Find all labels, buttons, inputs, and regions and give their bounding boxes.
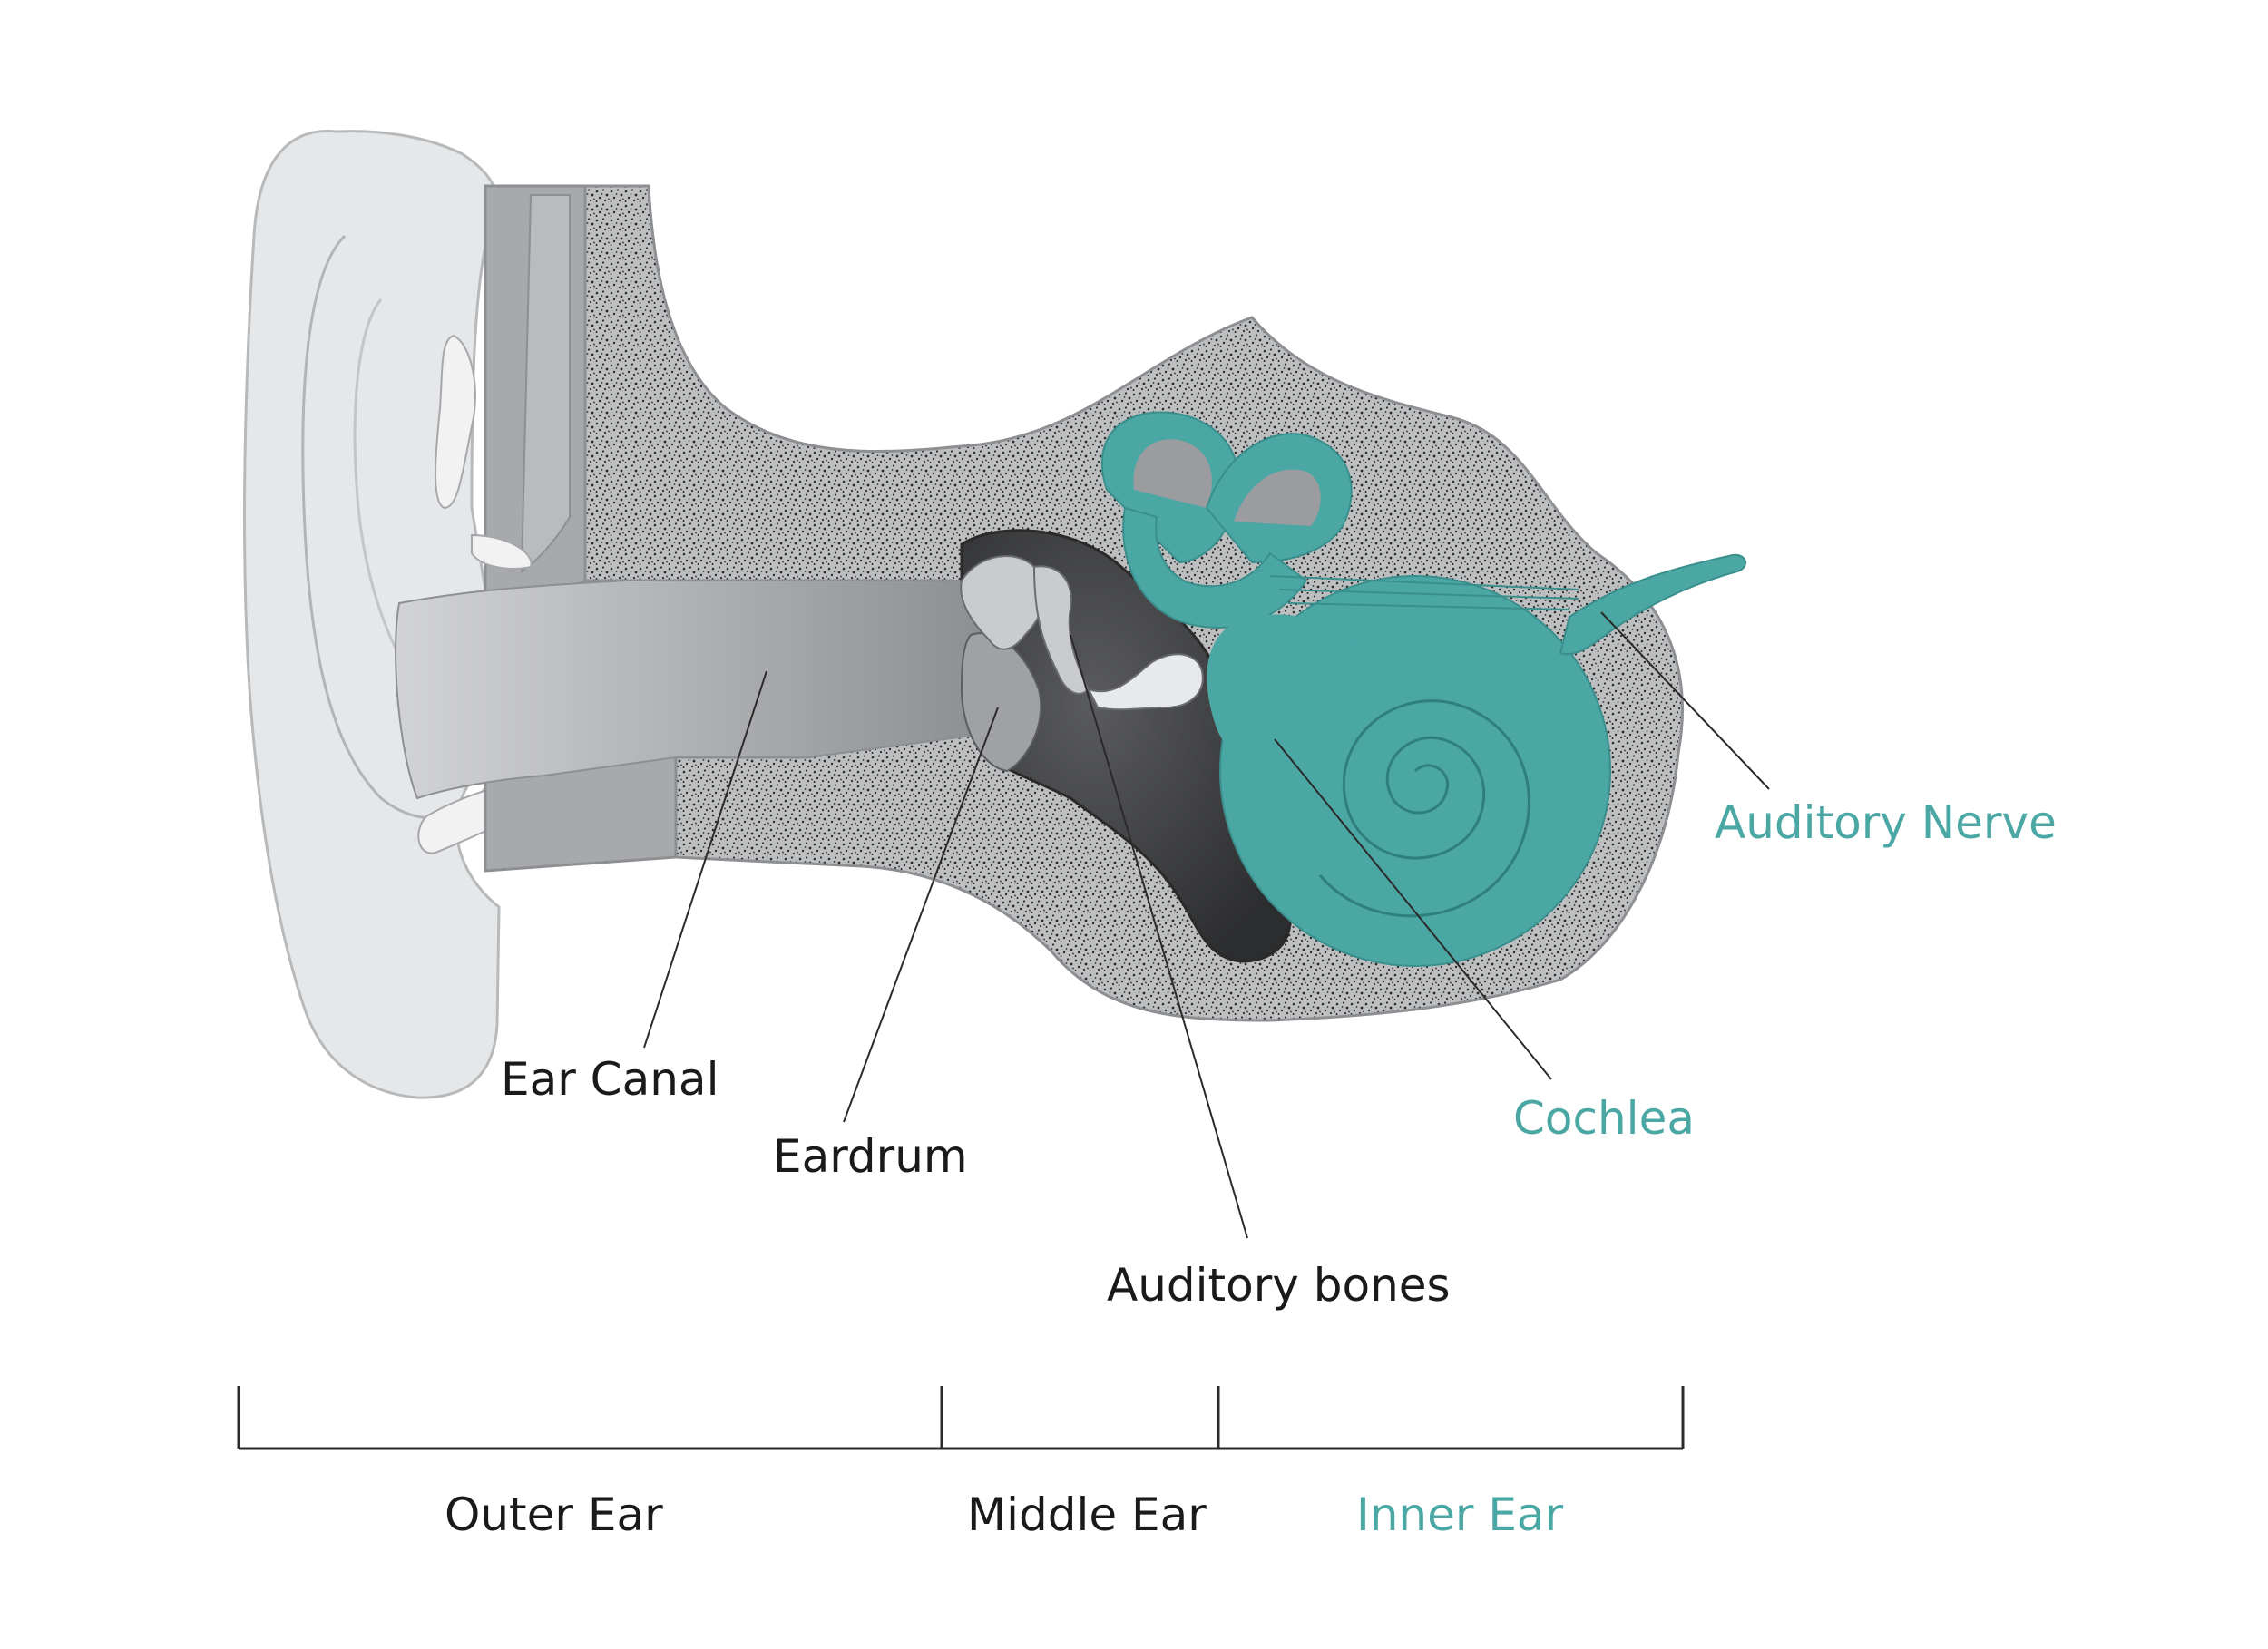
ear-canal-label: Ear Canal [501,1053,719,1106]
cochlea-vestibule [1207,614,1361,780]
eardrum-leader [843,707,999,1123]
auditory-nerve-leader [1600,611,1770,790]
section-bracket [237,1386,1685,1450]
cochlea-leader [1274,738,1552,1080]
cochlea-label: Cochlea [1513,1092,1695,1145]
inner-ear-section-label: Inner Ear [1356,1488,1564,1541]
cartilage-highlight-1 [435,334,476,510]
eardrum-label: Eardrum [773,1130,968,1183]
ear-canal-leader [643,670,767,1049]
nerve-fibers [1269,575,1579,610]
leader-lines [643,611,1770,1239]
malleus-bone [960,555,1045,650]
stapes-bone [1087,653,1204,711]
eardrum-shape [960,632,1042,773]
semicircular-canals [1100,411,1353,629]
auditory-bones-leader [1070,634,1248,1239]
auditory-bones-label: Auditory bones [1107,1259,1451,1312]
outer-ear-section-label: Outer Ear [445,1488,663,1541]
cartilage-highlight-2 [471,533,533,570]
skull-bone-inner [520,194,571,573]
middle-ear-section-label: Middle Ear [967,1488,1207,1541]
auditory-nerve-label: Auditory Nerve [1715,796,2057,849]
auditory-nerve-shape [1559,553,1746,656]
cochlea-spiral [1318,699,1530,918]
